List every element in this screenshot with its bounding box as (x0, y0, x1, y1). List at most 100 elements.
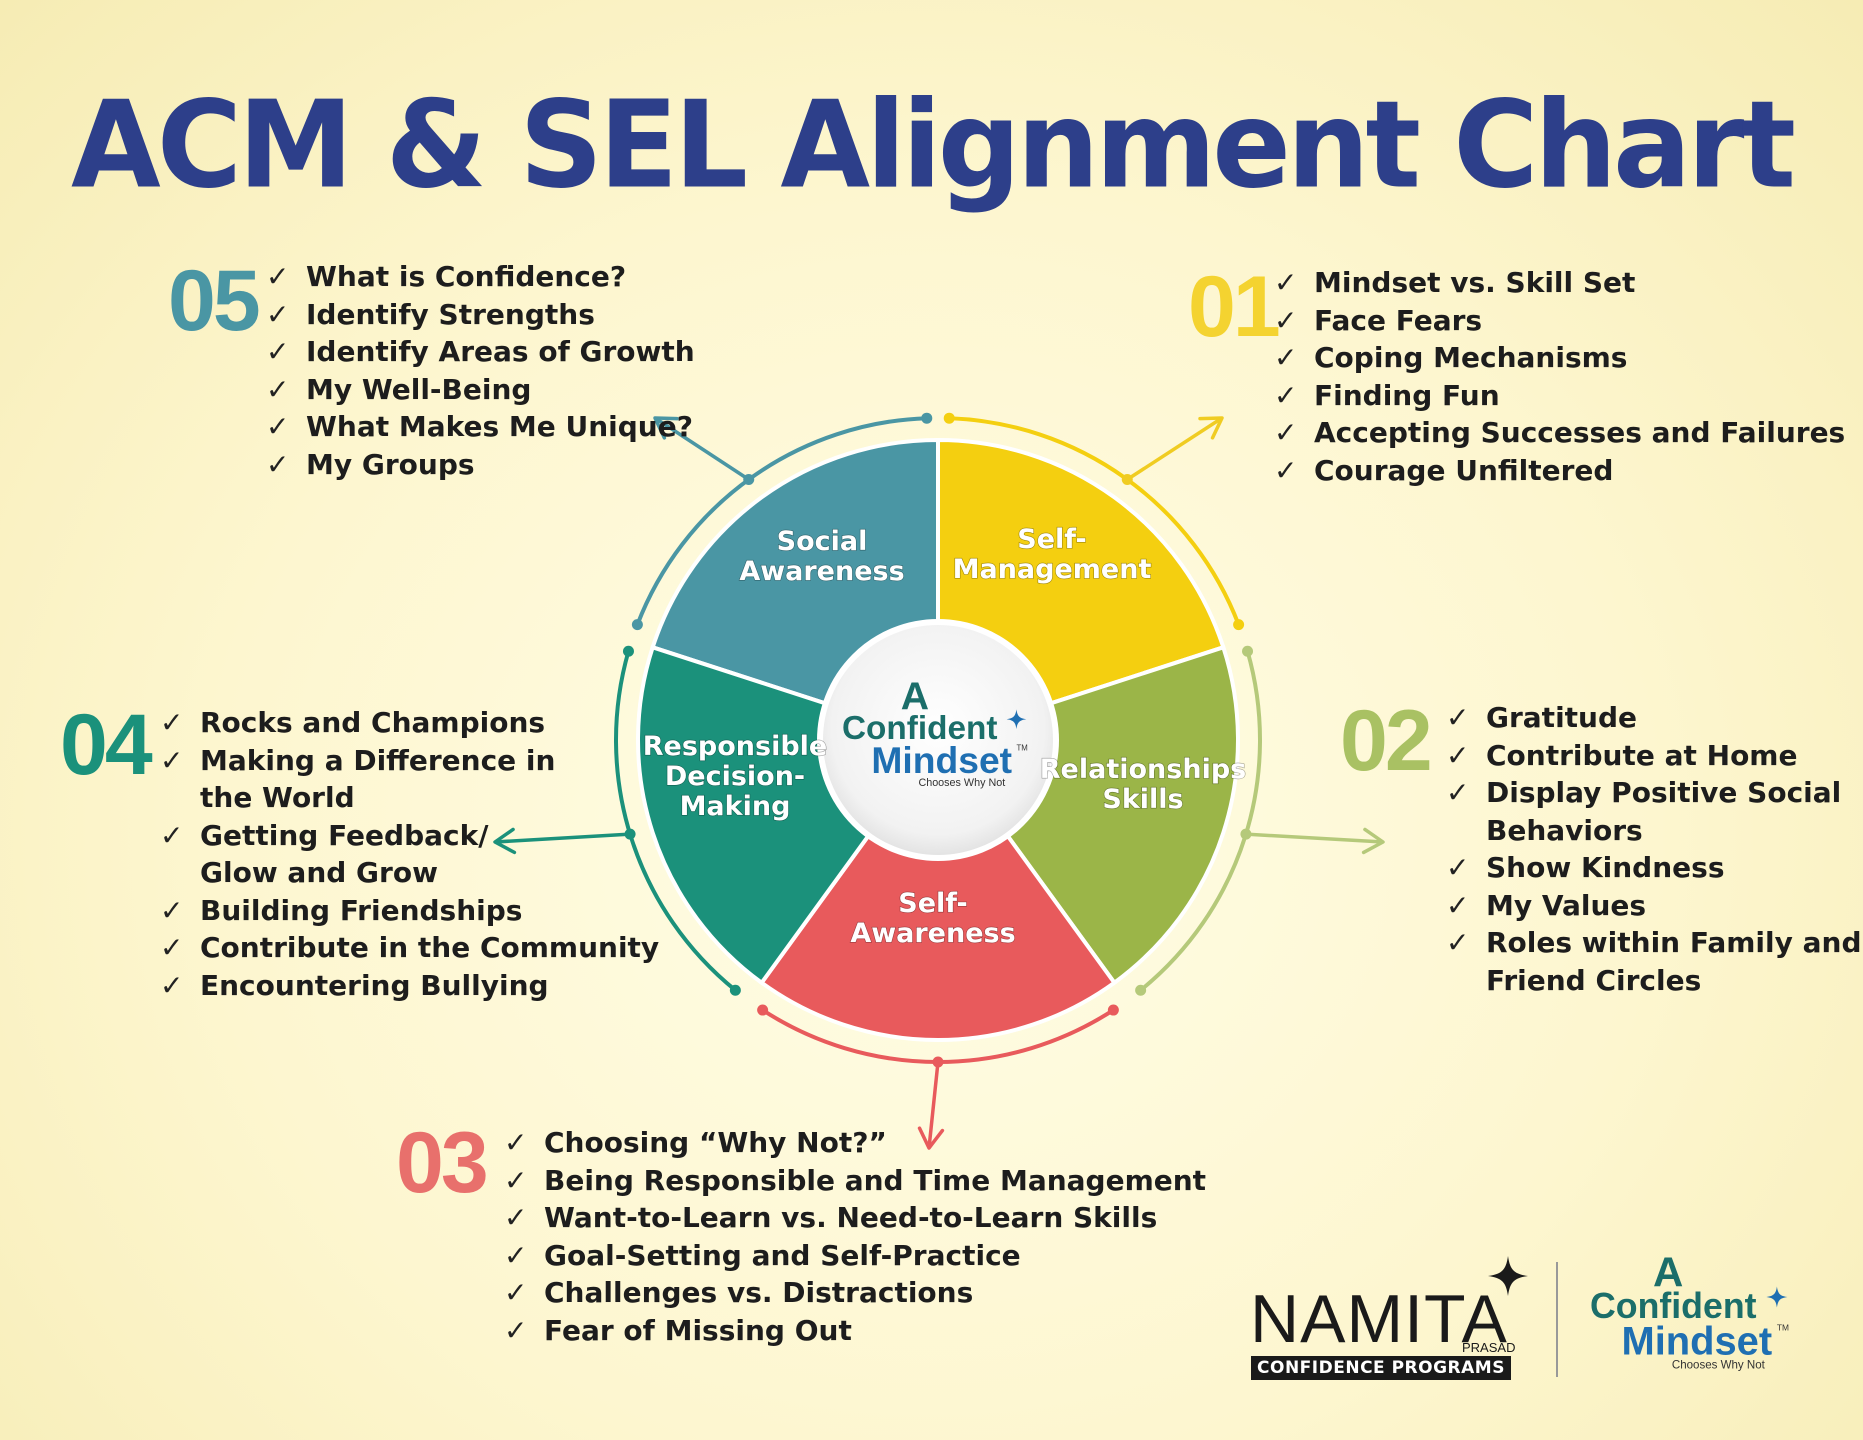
star-icon (1488, 1256, 1528, 1296)
arrow-02 (1245, 832, 1384, 844)
topic-item-text: Roles within Family and (1486, 926, 1862, 959)
topic-item: ✓What is Confidence? (266, 258, 695, 296)
check-icon: ✓ (1446, 701, 1470, 734)
logo-divider (1556, 1262, 1558, 1377)
topic-item: ✓Mindset vs. Skill Set (1274, 264, 1845, 302)
check-icon: ✓ (504, 1276, 528, 1309)
arrow-05-dot (743, 473, 755, 485)
topic-item: ✓ Choosing “Why Not?” (504, 1124, 1206, 1162)
check-icon: ✓ (1274, 378, 1298, 412)
topic-item-text: Identify Strengths (306, 297, 595, 331)
topic-item-text: the World (200, 781, 355, 814)
section-number-01: 01 (1188, 259, 1281, 355)
topic-item: ✓ Identify Strengths (266, 296, 695, 334)
topic-item-text: Friend Circles (1486, 963, 1702, 997)
logo-confident: Confident (1590, 1286, 1757, 1326)
logo-mindset: Mindset (1622, 1320, 1773, 1364)
topic-item: ✓Want-to-Learn vs. Need-to-Learn Skills (504, 1199, 1206, 1237)
arc-selfaware-dot (757, 1004, 769, 1016)
topic-item: ✓Accepting Successes and Failures (1274, 414, 1845, 452)
logo-tm: TM (1016, 744, 1027, 753)
logo-confident: Confident (842, 710, 997, 747)
topic-item: ✓ Gratitude (1446, 699, 1861, 737)
topic-item-text: Goal-Setting and Self-Practice (544, 1238, 1021, 1272)
check-icon: ✓ (160, 706, 184, 739)
arc-selfman-dot (1233, 619, 1245, 631)
check-icon: ✓ (1274, 303, 1298, 337)
arrow-04-dot (624, 828, 636, 840)
check-icon: ✓ (1274, 266, 1298, 299)
check-icon: ✓ (504, 1201, 528, 1234)
topic-item-text: My Values (1486, 888, 1647, 922)
topic-item: ✓Courage Unfiltered (1274, 452, 1845, 490)
center-circle (817, 619, 1059, 861)
topic-item-text: Coping Mechanisms (1314, 341, 1628, 374)
topic-item-text: Making a Difference in (200, 743, 556, 777)
arc-responsible-dot (729, 984, 741, 996)
logo-mindset: Mindset (871, 739, 1012, 781)
topic-item-text: Fear of Missing Out (544, 1313, 852, 1347)
topic-list-01: ✓Mindset vs. Skill Set✓Face Fears✓Coping… (1274, 264, 1845, 489)
check-icon: ✓ (160, 893, 184, 927)
check-icon: ✓ (1274, 341, 1298, 374)
segment-selfaware (758, 736, 1118, 1042)
arrow-03-head (917, 1126, 945, 1150)
arrow-02-dot (1240, 828, 1252, 840)
check-icon: ✓ (160, 968, 184, 1002)
segment-label-responsible: Making (680, 791, 791, 822)
section-number-04: 04 (60, 697, 153, 793)
namita-logo-text: NAMITA (1250, 1281, 1508, 1357)
check-icon: ✓ (266, 335, 290, 368)
check-icon: ✓ (266, 410, 290, 443)
topic-item-text: Gratitude (1486, 701, 1638, 734)
topic-item: ✓ Coping Mechanisms (1274, 339, 1845, 377)
check-icon: ✓ (160, 818, 184, 852)
check-icon: ✓ (504, 1238, 528, 1272)
topic-item-text: Glow and Grow (200, 856, 438, 889)
arrow-01-dot (1121, 473, 1133, 485)
topic-item: ✓Being Responsible and Time Management (504, 1162, 1206, 1200)
confidence-programs-badge: CONFIDENCE PROGRAMS (1251, 1356, 1511, 1380)
section-number-05: 05 (168, 253, 261, 349)
section-number-02: 02 (1340, 693, 1433, 789)
topic-item-text: Challenges vs. Distractions (544, 1276, 974, 1309)
topic-item-text: Identify Areas of Growth (306, 335, 695, 368)
arrow-01 (1126, 416, 1223, 481)
arc-social-dot (631, 619, 643, 631)
topic-item-text: Face Fears (1314, 303, 1483, 337)
topic-item-text: My Groups (306, 447, 475, 481)
segment-label-relation: Skills (1102, 784, 1183, 815)
check-icon: ✓ (266, 372, 290, 406)
logo-tagline: Chooses Why Not (918, 777, 1005, 789)
logo-letter-a: A (1653, 1250, 1683, 1296)
arrow-04-head (493, 827, 517, 855)
topic-item: ✓ Challenges vs. Distractions (504, 1274, 1206, 1312)
topic-item: ✓Finding Fun (1274, 377, 1845, 415)
arrow-02-head (1361, 827, 1385, 855)
topic-item: ✓My Groups (266, 446, 695, 484)
check-icon: ✓ (266, 297, 290, 331)
check-icon: ✓ (1446, 776, 1470, 809)
topic-item: ✓Rocks and Champions (160, 704, 659, 742)
arrow-01-head (1198, 416, 1224, 440)
topic-item-text: Courage Unfiltered (1314, 453, 1614, 487)
topic-item: ✓ What Makes Me Unique? (266, 408, 695, 446)
topic-item-text: Contribute in the Community (200, 931, 660, 964)
segment-label-selfman: Self- (1017, 524, 1087, 555)
logo-letter-a: A (901, 675, 929, 718)
topic-item-text: My Well-Being (306, 372, 532, 406)
topic-item-text: What Makes Me Unique? (306, 410, 693, 443)
arc-relation-dot (1135, 984, 1147, 996)
sparkle-icon (1766, 1286, 1788, 1308)
check-icon: ✓ (504, 1126, 528, 1159)
topic-item-text: Choosing “Why Not?” (544, 1126, 887, 1159)
topic-item-text: Display Positive Social (1486, 776, 1842, 809)
segment-label-selfaware: Self- (898, 888, 968, 919)
arrow-05-head (653, 416, 679, 440)
topic-item: ✓ Identify Areas of Growth (266, 333, 695, 371)
prasad-text: PRASAD (1462, 1340, 1516, 1355)
arc-social-dot (921, 412, 933, 424)
segment-label-social: Social (777, 526, 868, 557)
